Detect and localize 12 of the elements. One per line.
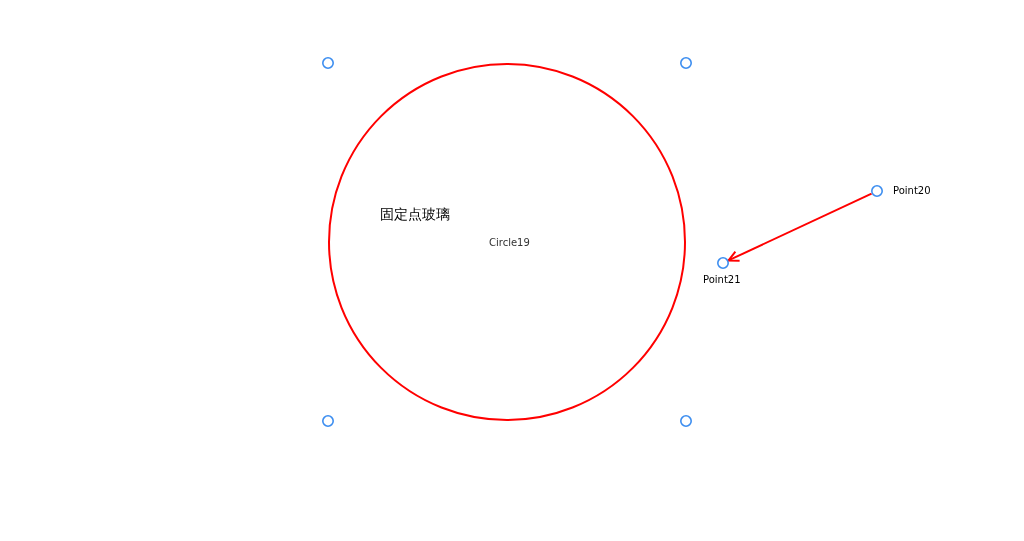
handle-marker: [680, 57, 692, 69]
point-label: Point20: [893, 185, 931, 196]
heading-label: 固定点玻璃: [380, 206, 450, 224]
handle-marker: [322, 415, 334, 427]
point-marker: [871, 185, 883, 197]
point-marker: [717, 257, 729, 269]
shape-label: Circle19: [489, 237, 530, 248]
circle-shape: [328, 63, 686, 421]
handle-marker: [322, 57, 334, 69]
handle-marker: [680, 415, 692, 427]
point-label: Point21: [703, 274, 741, 285]
arrow: [727, 192, 873, 262]
